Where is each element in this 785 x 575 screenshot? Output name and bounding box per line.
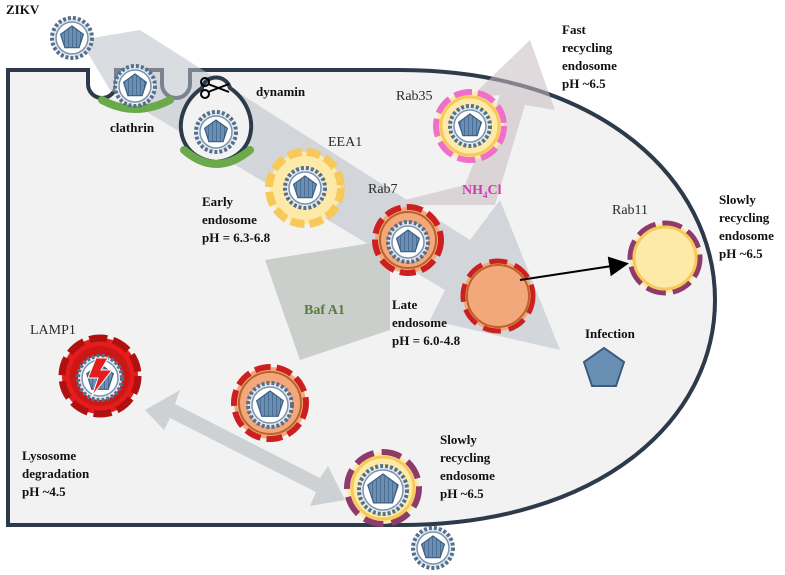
virion-late-endosome-rab7 (386, 220, 430, 264)
early-line-3: pH = 6.3-6.8 (202, 230, 271, 245)
fast-recycling-arrow (385, 40, 555, 205)
fast-line-4: pH ~6.5 (562, 76, 606, 91)
slow-bottom-line-2: recycling (440, 450, 491, 465)
virion-fast-recycling (448, 104, 492, 148)
late-line-2: endosome (392, 315, 447, 330)
virion-early-endosome (283, 166, 327, 210)
slow-right-line-3: endosome (719, 228, 774, 243)
slow-bottom-line-3: endosome (440, 468, 495, 483)
fast-line-3: endosome (562, 58, 617, 73)
early-endosome-marker: EEA1 (328, 135, 362, 150)
lysosome-recycling-double-arrow (145, 390, 345, 506)
slow-bottom-line-4: pH ~6.5 (440, 486, 484, 501)
viral-capsid-icon (582, 346, 626, 387)
lysosome-caption: Lysosome degradation pH ~4.5 (22, 448, 90, 499)
fast-recycling-marker: Rab35 (396, 89, 433, 104)
scissors-icon (200, 77, 230, 99)
nh4cl-tail: Cl (488, 183, 502, 198)
fast-line-2: recycling (562, 40, 613, 55)
lysosome-marker: LAMP1 (30, 323, 76, 338)
late-endosome-infection (460, 258, 536, 334)
early-line-2: endosome (202, 212, 257, 227)
slow-recycling-right-caption: Slowly recycling endosome pH ~6.5 (719, 192, 774, 261)
nh4cl-main: NH (462, 183, 483, 198)
dynamin-label: dynamin (256, 84, 306, 99)
late-to-lysosome-arrow (265, 240, 390, 360)
fast-recycling-caption: Fast recycling endosome pH ~6.5 (562, 22, 617, 91)
virion-late-endosome-lower (246, 381, 294, 429)
slow-right-line-1: Slowly (719, 192, 756, 207)
early-endosome-caption: Early endosome pH = 6.3-6.8 (202, 194, 271, 245)
infection-label: Infection (585, 326, 636, 341)
degradation-lightning-icon (87, 357, 114, 397)
clathrin-coat-vesicle (180, 146, 254, 168)
fast-line-1: Fast (562, 22, 587, 37)
virus-label: ZIKV (6, 2, 40, 17)
lyso-line-3: pH ~4.5 (22, 484, 66, 499)
clathrin-label: clathrin (110, 120, 155, 135)
late-endosome-marker: Rab7 (368, 182, 398, 197)
virus-particles (50, 16, 492, 570)
slow-right-line-2: recycling (719, 210, 770, 225)
nh4cl-sub: 4 (483, 190, 488, 200)
slow-recycling-marker: Rab11 (612, 203, 648, 218)
early-line-1: Early (202, 194, 234, 209)
lyso-line-2: degradation (22, 466, 90, 481)
late-line-3: pH = 6.0-4.8 (392, 333, 461, 348)
virion-extracellular-bottom (411, 526, 455, 570)
clathrin-coat (98, 96, 174, 113)
lyso-line-1: Lysosome (22, 448, 76, 463)
slow-bottom-line-1: Slowly (440, 432, 477, 447)
virion-clathrin-pit (113, 64, 157, 108)
recycling-arrow (519, 256, 629, 281)
late-endosome-caption: Late endosome pH = 6.0-4.8 (392, 297, 461, 348)
slow-recycling-bottom-caption: Slowly recycling endosome pH ~6.5 (440, 432, 495, 501)
bafa1-inhibitor-label: Baf A1 (304, 303, 345, 318)
late-line-1: Late (392, 297, 418, 312)
slow-right-line-4: pH ~6.5 (719, 246, 763, 261)
slow-recycling-endosome-right (627, 220, 703, 296)
virion-slow-recycling-bottom (357, 464, 409, 516)
virion-extracellular-top (50, 16, 94, 60)
nh4cl-inhibitor-label: NH4Cl (462, 183, 502, 200)
virion-budding-vesicle (194, 110, 238, 154)
